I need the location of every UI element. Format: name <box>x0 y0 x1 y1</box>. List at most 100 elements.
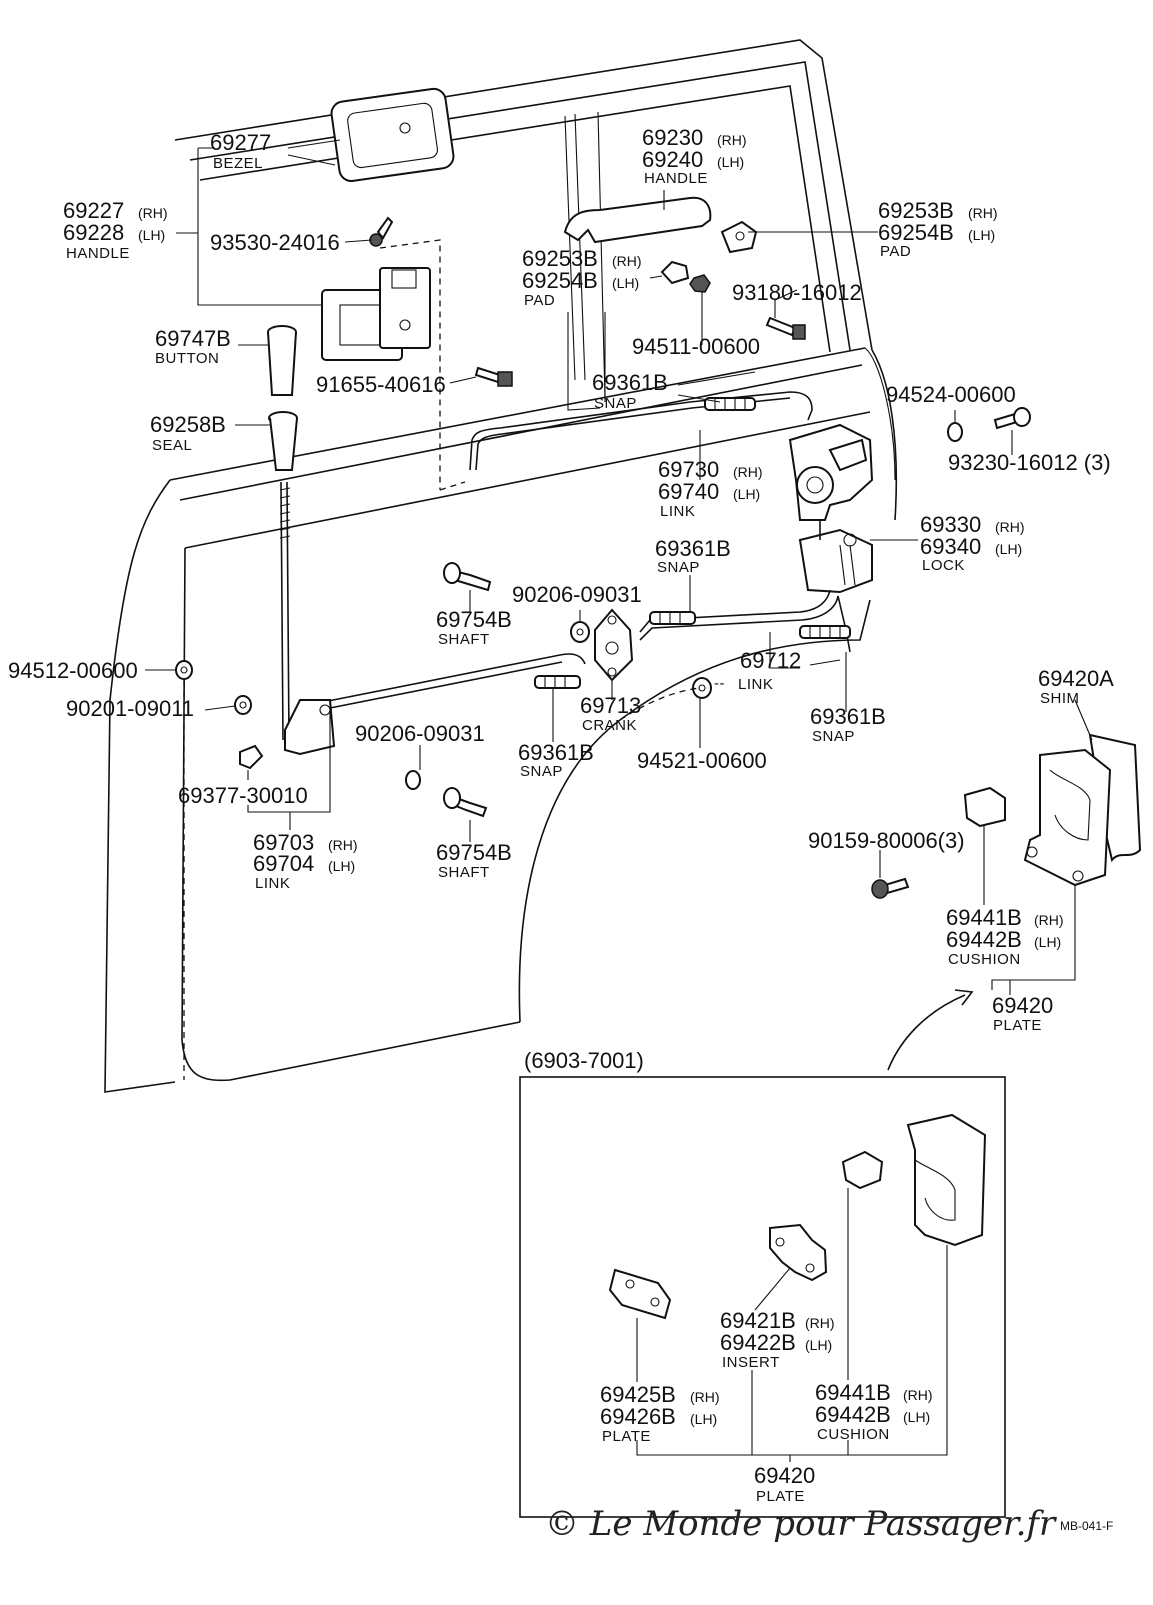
pad-part <box>720 220 758 254</box>
screw-93180-part <box>765 316 806 340</box>
inset-plate-body-part <box>906 1113 987 1247</box>
leader-lines <box>145 139 1093 1462</box>
washer-94524-part <box>947 422 963 442</box>
label-link-desc: LINK <box>738 676 773 693</box>
label-side: (RH) <box>995 519 1025 535</box>
button-part <box>267 325 297 396</box>
label-shaft-desc: SHAFT <box>438 864 490 881</box>
label-link-rh: 69730 <box>658 457 719 482</box>
inset-cushion-part <box>841 1150 884 1190</box>
label-pad-rh: 69253B <box>522 246 598 271</box>
shaft-part <box>443 562 492 592</box>
label-side: (LH) <box>690 1411 717 1427</box>
label-plate-desc: PLATE <box>602 1428 651 1445</box>
inset-plate-part <box>608 1268 672 1320</box>
snap-part <box>534 675 581 689</box>
label-crank-number: 69713 <box>580 693 641 718</box>
label-bolt-91655: 91655-40616 <box>316 372 446 397</box>
label-snap-desc: SNAP <box>812 728 855 745</box>
label-cushion-rh: 69441B <box>815 1380 891 1405</box>
link-rod-upper <box>469 391 813 471</box>
inset-insert-part <box>769 1223 828 1282</box>
label-shim-number: 69420A <box>1038 666 1114 691</box>
label-plate-desc: PLATE <box>756 1488 805 1505</box>
label-link-desc: LINK <box>255 875 290 892</box>
label-pad-desc: PAD <box>880 243 911 260</box>
alignment-line <box>379 239 441 490</box>
snap-part <box>649 611 696 625</box>
callout-arrow-head <box>954 989 974 1006</box>
label-bezel-desc: BEZEL <box>213 155 263 172</box>
callout-arrow <box>887 994 966 1071</box>
label-outer-handle-rh: 69230 <box>642 125 703 150</box>
label-link-rh: 69703 <box>253 830 314 855</box>
snap-part <box>704 397 756 411</box>
label-plate-number: 69420 <box>992 993 1053 1018</box>
label-shaft-number: 69754B <box>436 840 512 865</box>
screw-90159-part <box>871 877 910 899</box>
label-outer-handle-desc: HANDLE <box>644 170 708 187</box>
label-screw-93230: 93230-16012 (3) <box>948 450 1111 475</box>
label-side: (RH) <box>1034 912 1064 928</box>
label-washer-90206: 90206-09031 <box>512 582 642 607</box>
bolt-91655-part <box>474 366 513 387</box>
label-plate-desc: PLATE <box>993 1017 1042 1034</box>
label-snap-desc: SNAP <box>520 763 563 780</box>
bezel-part <box>330 87 455 182</box>
label-button-desc: BUTTON <box>155 350 219 367</box>
label-seal-number: 69258B <box>150 412 226 437</box>
label-shaft-desc: SHAFT <box>438 631 490 648</box>
label-cushion-desc: CUSHION <box>817 1426 890 1443</box>
label-insert-desc: INSERT <box>722 1354 780 1371</box>
washer-90206-part <box>570 621 590 643</box>
label-side: (LH) <box>1034 934 1061 950</box>
label-snap-number: 69361B <box>518 740 594 765</box>
label-inner-handle-rh: 69227 <box>63 198 124 223</box>
cushion-part <box>963 786 1006 828</box>
figure-reference: MB-041-F <box>1060 1519 1113 1533</box>
label-pad-lh: 69254B <box>522 268 598 293</box>
alignment-line <box>439 481 466 491</box>
label-plate-number: 69420 <box>754 1463 815 1488</box>
label-link-prefix: -- <box>714 675 725 692</box>
shaft-part <box>443 787 488 818</box>
label-washer-94524: 94524-00600 <box>886 382 1016 407</box>
label-snap-desc: SNAP <box>657 559 700 576</box>
screw-93230-part <box>993 407 1031 430</box>
label-cushion-desc: CUSHION <box>948 951 1021 968</box>
label-cushion-lh: 69442B <box>946 927 1022 952</box>
label-side: (RH) <box>717 132 747 148</box>
inner-handle-part <box>321 267 431 361</box>
washer-part <box>405 770 421 790</box>
snap-part <box>799 625 851 639</box>
alignment-line <box>619 687 701 721</box>
label-pad-rh: 69253B <box>878 198 954 223</box>
label-side: (RH) <box>733 464 763 480</box>
label-clip-69377: 69377-30010 <box>178 783 308 808</box>
label-washer-90201: 90201-09011 <box>66 696 194 721</box>
washer-part <box>175 660 193 680</box>
label-cushion-lh: 69442B <box>815 1402 891 1427</box>
label-screw-90159: 90159-80006(3) <box>808 828 965 853</box>
label-crank-desc: CRANK <box>582 717 637 734</box>
clip-part <box>239 744 264 770</box>
link-rod-main <box>284 653 586 756</box>
label-link-desc: LINK <box>660 503 695 520</box>
label-plate-lh: 69426B <box>600 1404 676 1429</box>
washer-part <box>234 695 252 715</box>
nut-94511-part <box>689 274 711 293</box>
label-insert-rh: 69421B <box>720 1308 796 1333</box>
label-snap-number: 69361B <box>592 370 668 395</box>
label-screw-93180: 93180-16012 <box>732 280 862 305</box>
label-side: (LH) <box>995 541 1022 557</box>
label-washer-90206: 90206-09031 <box>355 721 485 746</box>
label-side: (RH) <box>968 205 998 221</box>
label-pad-lh: 69254B <box>878 220 954 245</box>
label-screw-93530: 93530-24016 <box>210 230 340 255</box>
label-side: (LH) <box>328 858 355 874</box>
label-shim-desc: SHIM <box>1040 690 1080 707</box>
label-insert-lh: 69422B <box>720 1330 796 1355</box>
label-side: (LH) <box>138 227 165 243</box>
